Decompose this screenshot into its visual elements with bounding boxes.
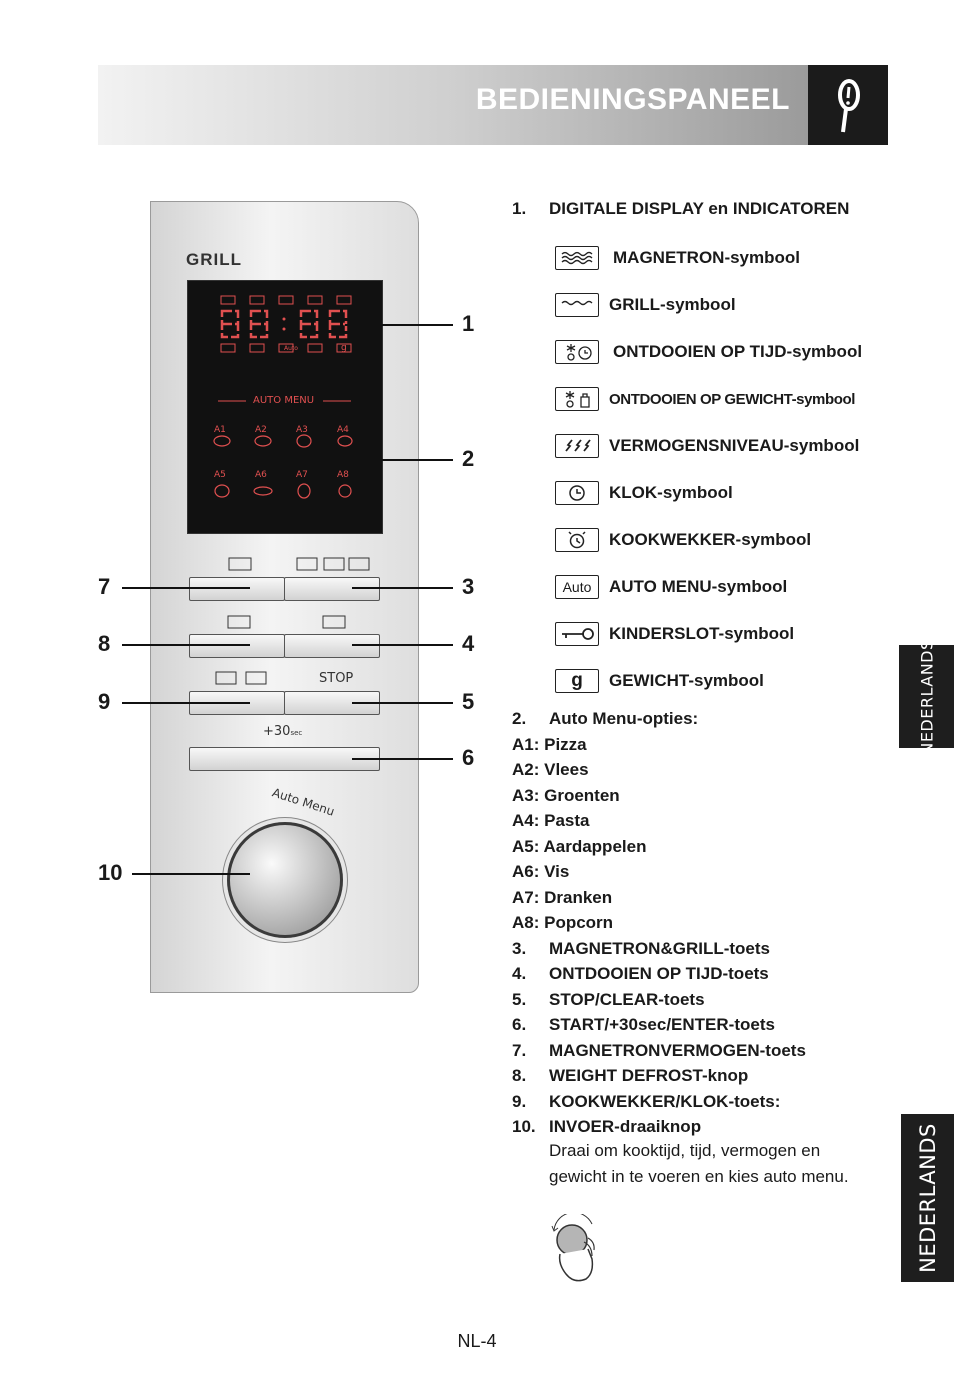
list-item: A4: Pasta <box>512 811 590 830</box>
defrost-time-icon <box>555 340 599 364</box>
callout-line-6 <box>352 758 453 760</box>
auto-indicator: Auto <box>284 345 298 352</box>
callout-2: 2 <box>462 446 475 471</box>
list-item: A1: Pizza <box>512 734 587 754</box>
control-panel-illustration: GRILL <box>150 201 419 993</box>
callout-3: 3 <box>462 574 475 599</box>
section-1-heading: 1.DIGITALE DISPLAY en INDICATOREN <box>512 199 850 218</box>
timer-icon <box>555 528 599 552</box>
callout-10: 10 <box>98 860 123 885</box>
list-item: 7.MAGNETRONVERMOGEN-toets <box>512 1040 806 1060</box>
grill-label: GRILL <box>186 250 242 269</box>
clock-icon <box>555 481 599 505</box>
info-icon <box>808 65 888 145</box>
callout-line-2 <box>352 459 453 461</box>
list-item: A6: Vis <box>512 862 570 881</box>
callout-9: 9 <box>98 689 111 714</box>
auto-icon: Auto <box>555 575 599 599</box>
page-header: BEDIENINGSPANEEL <box>98 65 888 145</box>
callout-line-9 <box>122 702 250 704</box>
list-item: A3: Groenten <box>512 785 620 805</box>
feature-list: 2.Auto Menu-opties: A1: Pizza A2: Vlees … <box>512 706 806 1140</box>
auto-code-a3: A3 <box>296 425 308 435</box>
callout-6: 6 <box>462 745 475 770</box>
list-item: A7: Dranken <box>512 887 613 907</box>
list-item: 10.INVOER-draaiknop <box>512 1117 702 1136</box>
auto-menu-label: AUTO MENU <box>253 395 315 406</box>
auto-code-a1: A1 <box>214 425 226 435</box>
list-item: 4.ONTDOOIEN OP TIJD-toets <box>512 964 769 983</box>
weight-icon: g <box>555 669 599 693</box>
digital-display: Auto g AUTO MENU A1 A2 A3 A4 A5 A6 A7 A8 <box>187 280 383 534</box>
page-number: NL-4 <box>457 1331 497 1351</box>
dial-description: Draai om kooktijd, tijd, vermogen en gew… <box>549 1141 849 1186</box>
auto-code-a5: A5 <box>214 470 226 480</box>
weight-indicator: g <box>341 343 347 353</box>
callout-line-7 <box>122 587 250 589</box>
list-item: A5: Aardappelen <box>512 836 647 856</box>
start-enter-button[interactable] <box>189 747 380 771</box>
callout-5: 5 <box>462 689 475 714</box>
microwave-grill-button[interactable] <box>284 577 380 601</box>
callout-1: 1 <box>462 311 475 336</box>
microwave-waves-icon <box>555 246 599 270</box>
callout-line-3 <box>352 587 453 589</box>
auto-code-a8: A8 <box>337 470 349 480</box>
callout-line-4 <box>352 644 453 646</box>
auto-code-a2: A2 <box>255 425 267 435</box>
defrost-weight-icon <box>555 387 599 411</box>
knob-label: Auto Menu <box>270 785 337 819</box>
stop-label: STOP <box>319 671 354 686</box>
start-label: +30sec <box>263 724 303 739</box>
button-icons <box>215 557 370 685</box>
hand-knob-icon <box>551 1214 595 1282</box>
weight-defrost-button[interactable] <box>189 634 285 658</box>
callout-line-8 <box>122 644 250 646</box>
auto-code-a7: A7 <box>296 470 308 480</box>
grill-icon <box>555 293 599 317</box>
language-tab: NEDERLANDS <box>899 639 954 754</box>
language-tab-large: NEDERLANDS <box>901 1114 954 1282</box>
callout-line-10 <box>132 873 250 875</box>
list-item: 5.STOP/CLEAR-toets <box>512 989 705 1009</box>
list-item: A8: Popcorn <box>512 913 614 932</box>
callout-line-5 <box>352 702 453 704</box>
page-title: BEDIENINGSPANEEL <box>475 83 790 116</box>
list-item: 2.Auto Menu-opties: <box>512 709 699 728</box>
microwave-power-button[interactable] <box>189 577 285 601</box>
power-level-icon <box>555 434 599 458</box>
list-item: A2: Vlees <box>512 760 589 779</box>
auto-code-a4: A4 <box>337 425 349 435</box>
input-dial-knob[interactable] <box>227 822 343 938</box>
auto-code-a6: A6 <box>255 470 267 480</box>
key-lock-icon <box>555 622 599 646</box>
list-item: 6.START/+30sec/ENTER-toets <box>512 1015 775 1034</box>
list-item: 9.KOOKWEKKER/KLOK-toets: <box>512 1091 781 1111</box>
callout-8: 8 <box>98 631 111 656</box>
callout-7: 7 <box>98 574 111 599</box>
callout-4: 4 <box>462 631 475 656</box>
list-item: 3.MAGNETRON&GRILL-toets <box>512 938 770 958</box>
time-defrost-button[interactable] <box>284 634 380 658</box>
callout-line-1 <box>345 324 453 326</box>
list-item: 8.WEIGHT DEFROST-knop <box>512 1066 749 1085</box>
